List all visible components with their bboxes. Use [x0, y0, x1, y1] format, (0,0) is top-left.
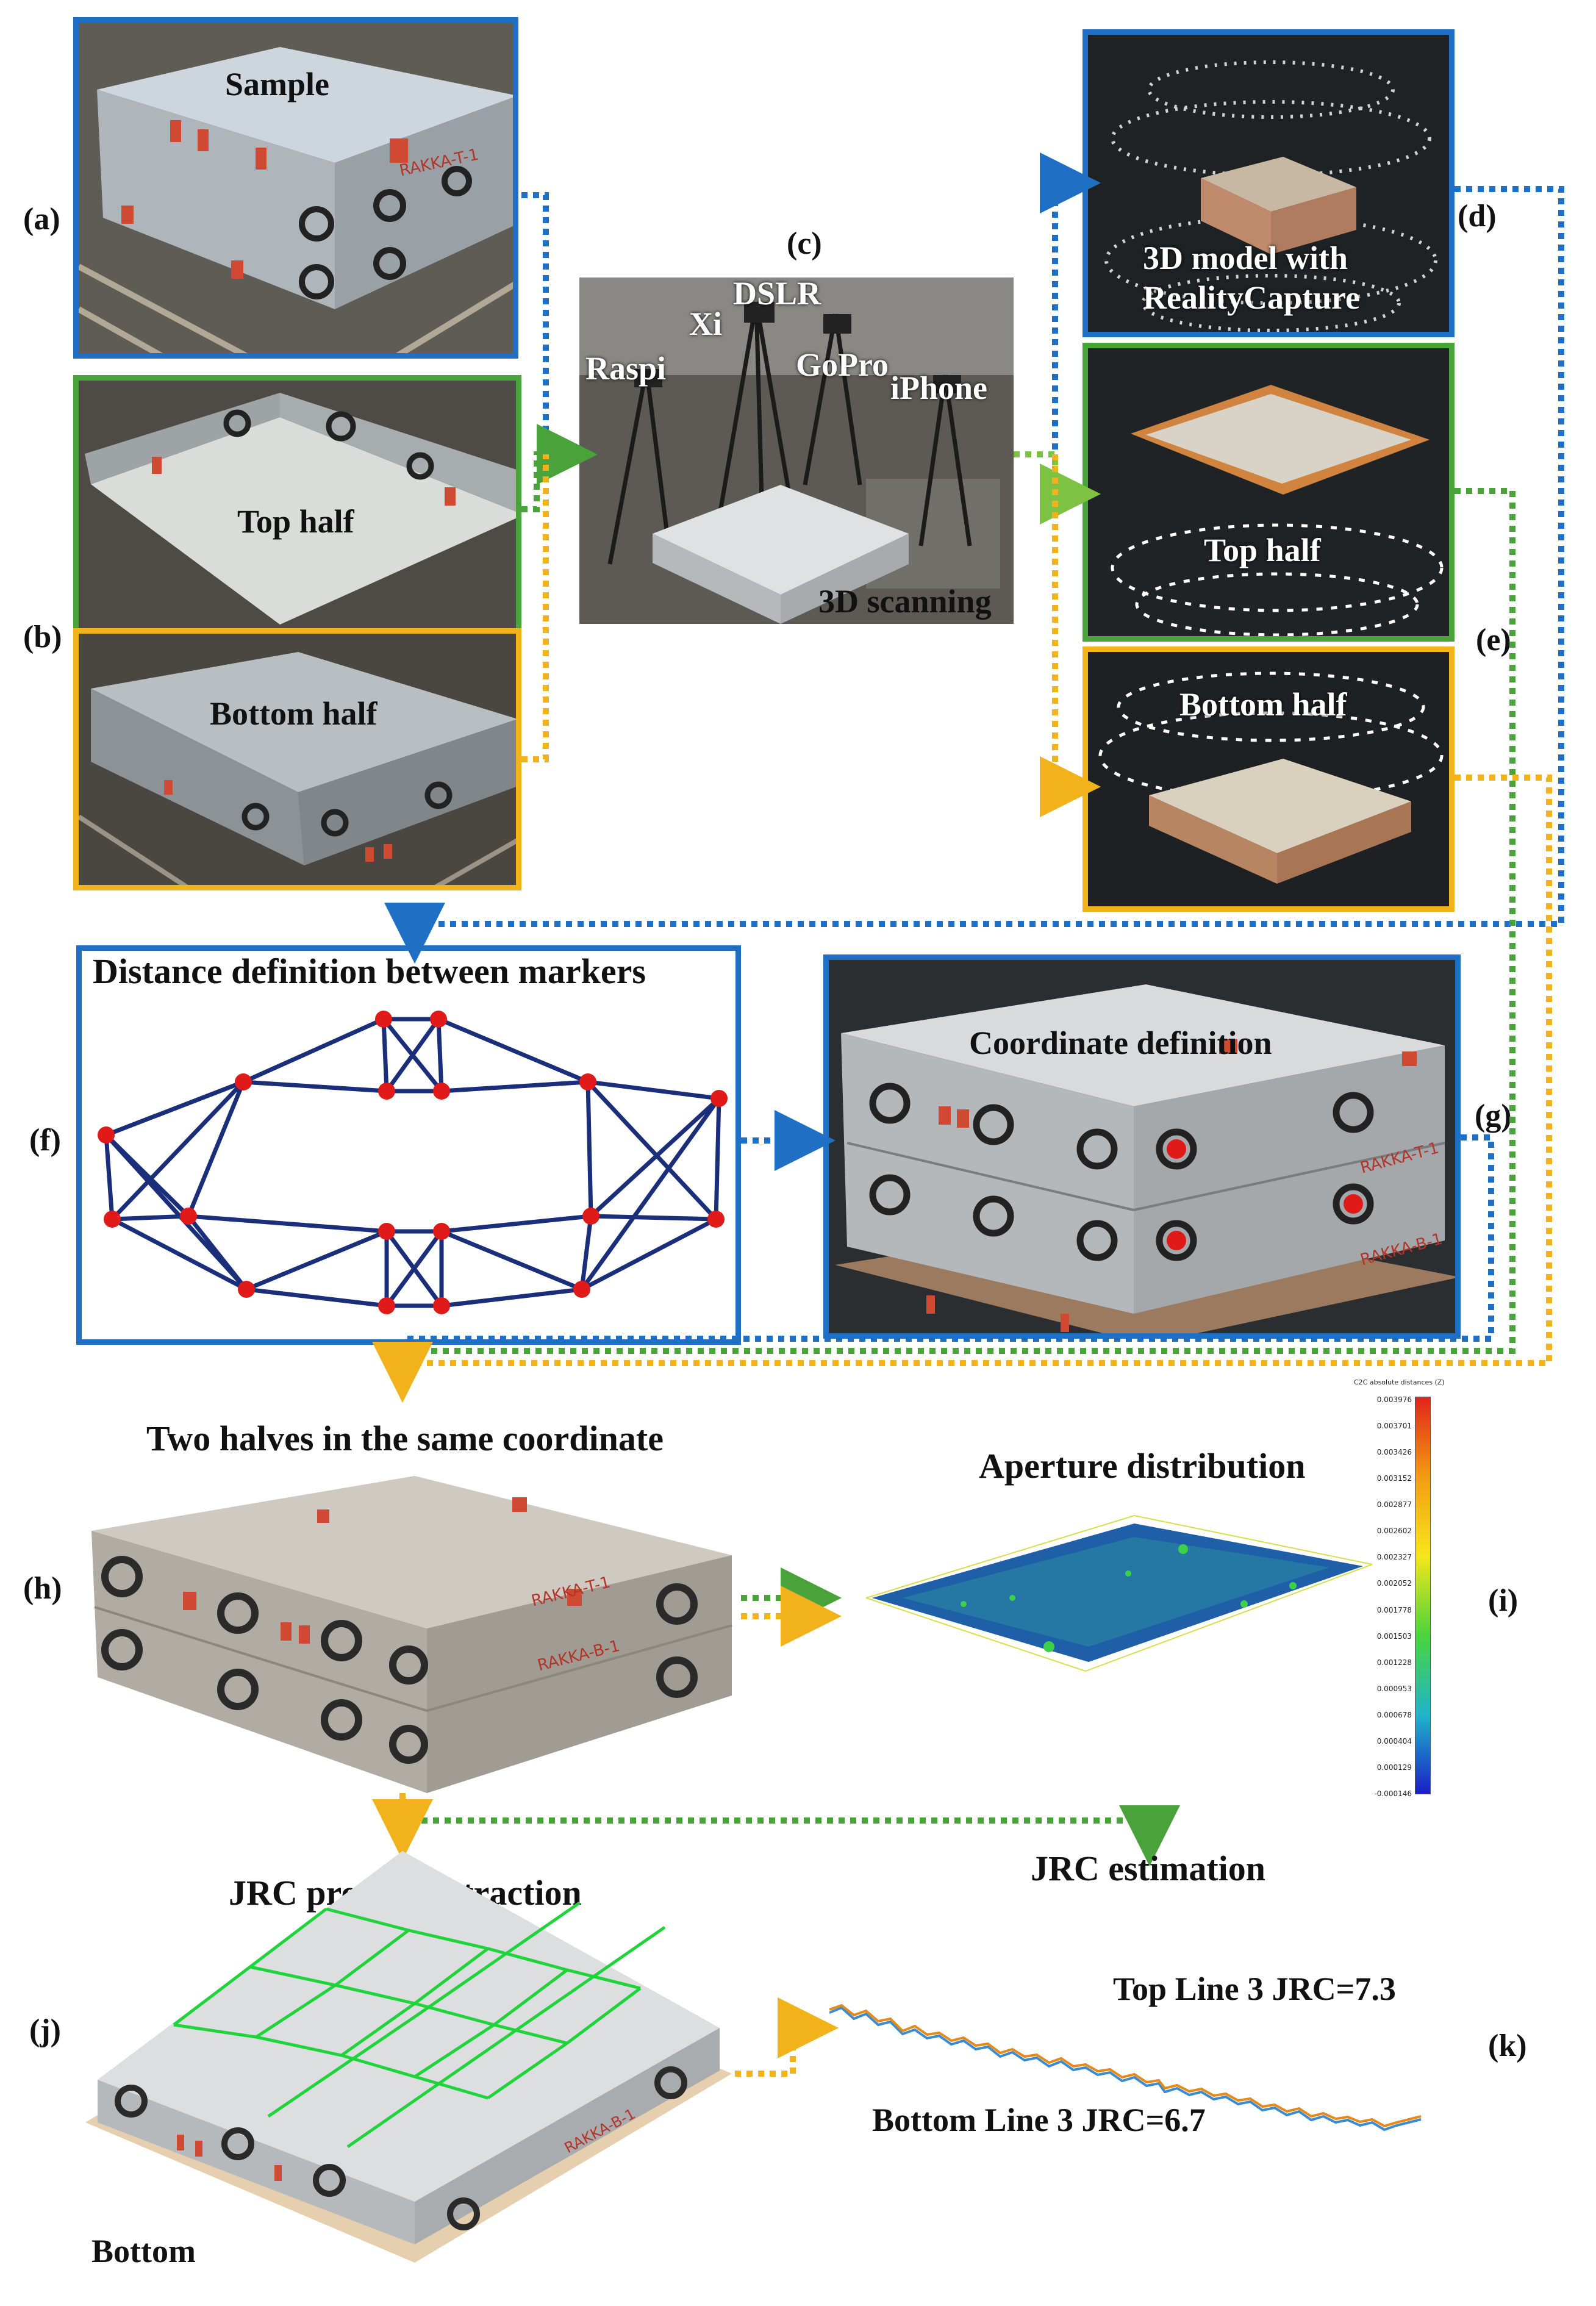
device-label-dslr: DSLR: [733, 278, 821, 312]
panel-a-sample-photo: Sample RAKKA-T-1: [73, 17, 518, 359]
colorbar-tick: 0.003701: [1376, 1422, 1412, 1431]
panel-e-bottom-caption: Bottom half: [1179, 686, 1347, 723]
colorbar-tick: -0.000146: [1374, 1789, 1412, 1798]
panel-k-profile-lines: [829, 2000, 1488, 2135]
aligned-halves-drawing: [91, 1476, 732, 1793]
panel-k-bottom-label: Bottom Line 3 JRC=6.7: [872, 2102, 1206, 2138]
label-c: (c): [787, 226, 822, 261]
label-k: (k): [1488, 2028, 1527, 2063]
label-j: (j): [29, 2013, 61, 2048]
panel-i-title: Aperture distribution: [979, 1446, 1306, 1486]
panel-j-caption: Bottom: [91, 2233, 196, 2269]
label-e: (e): [1476, 623, 1511, 657]
panel-f-title: Distance definition between markers: [93, 951, 646, 991]
aperture-map-drawing: [866, 1514, 1372, 1672]
panel-b-bottom-half-photo: Bottom half: [73, 628, 521, 890]
colorbar-tick: 0.003426: [1376, 1448, 1412, 1457]
label-f: (f): [29, 1123, 61, 1158]
panel-b-bottom-caption: Bottom half: [210, 695, 378, 732]
bottom-half-drawing: [79, 634, 516, 885]
panel-c-caption: 3D scanning: [818, 583, 992, 620]
label-i: (i): [1488, 1583, 1519, 1618]
profile-lines-chart: [829, 2003, 1422, 2132]
colorbar-title: C2C absolute distances (Z): [1354, 1378, 1445, 1386]
colorbar-gradient: [1415, 1397, 1431, 1794]
panel-g-coordinate-model: Coordinate definition RAKKA-T-1 RAKKA-B-…: [823, 954, 1461, 1339]
colorbar-tick: 0.000404: [1376, 1736, 1412, 1746]
scanning-setup-drawing: [579, 278, 1014, 624]
panel-b-top-half-photo: Top half: [73, 375, 521, 637]
colorbar-tick: 0.003152: [1376, 1474, 1412, 1483]
colorbar-ticks: 0.003976 0.003701 0.003426 0.003152 0.00…: [1357, 1395, 1412, 1798]
panel-g-caption: Coordinate definition: [969, 1025, 1272, 1061]
marker-distance-graph: [98, 1011, 728, 1314]
colorbar-tick: 0.003976: [1376, 1395, 1412, 1404]
colorbar-tick: 0.001503: [1376, 1631, 1412, 1641]
colorbar-tick: 0.001228: [1376, 1658, 1412, 1667]
device-label-gopro: GoPro: [796, 346, 889, 383]
panel-d-caption-line1: 3D model with: [1143, 240, 1348, 276]
device-label-xi: Xi: [689, 306, 722, 342]
panel-b-top-caption: Top half: [237, 503, 354, 540]
panel-k-top-label: Top Line 3 JRC=7.3: [1113, 1971, 1396, 2007]
colorbar-tick: 0.002602: [1376, 1527, 1412, 1536]
colorbar-tick: 0.002877: [1376, 1500, 1412, 1509]
panel-e-top-half-model: Top half: [1082, 343, 1455, 642]
colorbar-tick: 0.002327: [1376, 1553, 1412, 1562]
colorbar-tick: 0.001778: [1376, 1605, 1412, 1614]
label-a: (a): [23, 202, 60, 237]
device-label-raspi: Raspi: [585, 350, 667, 387]
panel-h-title: Two halves in the same coordinate: [146, 1419, 664, 1458]
panel-h-aligned-halves: RAKKA-T-1 RAKKA-B-1: [85, 1452, 738, 1793]
colorbar-tick: 0.002052: [1376, 1579, 1412, 1588]
label-b: (b): [23, 620, 62, 654]
panel-c-scanning-photo: DSLR Xi Raspi GoPro iPhone 3D scanning: [579, 278, 1014, 624]
jrc-estimation-label: JRC estimation: [1031, 1849, 1266, 1888]
panel-d-caption-line2: RealityCapture: [1143, 279, 1360, 316]
label-h: (h): [23, 1571, 62, 1606]
colorbar-tick: 0.000953: [1376, 1684, 1412, 1693]
device-label-iphone: iPhone: [890, 370, 988, 406]
label-g: (g): [1475, 1098, 1512, 1133]
coordinate-model-drawing: [829, 960, 1455, 1333]
panel-i-colorbar: C2C absolute distances (Z) 0.003976 0.00…: [1354, 1378, 1445, 1805]
label-d: (d): [1458, 199, 1497, 234]
colorbar-tick: 0.000129: [1376, 1763, 1412, 1772]
panel-d-3d-model: 3D model with RealityCapture: [1082, 29, 1455, 337]
panel-e-bottom-half-model: Bottom half: [1082, 646, 1455, 912]
top-half-model-drawing: [1088, 348, 1449, 636]
panel-i-aperture-map: [866, 1506, 1372, 1677]
panel-f-marker-graph: Distance definition between markers: [76, 945, 741, 1345]
panel-j-profile-block: RAKKA-B-1: [73, 1842, 738, 2269]
colorbar-tick: 0.000678: [1376, 1710, 1412, 1719]
profile-block-drawing: [85, 1851, 732, 2263]
panel-e-top-caption: Top half: [1204, 532, 1321, 568]
panel-a-caption: Sample: [225, 66, 330, 102]
